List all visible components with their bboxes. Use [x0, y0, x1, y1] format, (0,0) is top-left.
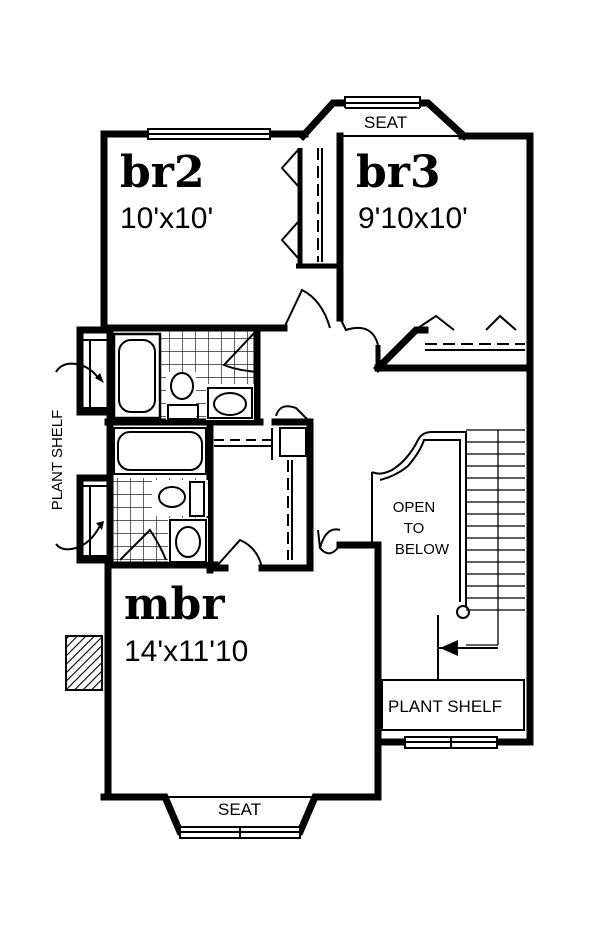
- open-to-below-line3: BELOW: [395, 541, 450, 558]
- stairs: [371, 429, 525, 731]
- plant-shelf-left-label: PLANT SHELF: [49, 410, 66, 511]
- room-dims-br3: 9'10x10': [358, 202, 468, 235]
- open-to-below-line1: OPEN: [393, 499, 436, 516]
- chimney: [65, 635, 103, 691]
- window-seats: [165, 135, 462, 798]
- seat-top-label: SEAT: [364, 113, 407, 132]
- room-dims-br2: 10'x10': [120, 202, 213, 235]
- seat-bottom-label: SEAT: [218, 800, 261, 819]
- room-label-mbr: mbr 14'x11'10: [124, 579, 248, 668]
- plant-shelf-right-label: PLANT SHELF: [388, 697, 502, 716]
- room-name-br2: br2: [120, 147, 205, 198]
- room-label-br3: br3 9'10x10': [356, 147, 468, 235]
- room-dims-mbr: 14'x11'10: [124, 635, 248, 668]
- open-to-below-line2: TO: [404, 520, 425, 537]
- bath-fixtures: [112, 330, 256, 564]
- plant-shelf-left: [55, 339, 109, 557]
- room-name-br3: br3: [356, 147, 441, 198]
- room-label-br2: br2 10'x10': [120, 147, 213, 235]
- closets: [214, 148, 525, 560]
- room-name-mbr: mbr: [124, 579, 225, 630]
- windows: [147, 96, 498, 839]
